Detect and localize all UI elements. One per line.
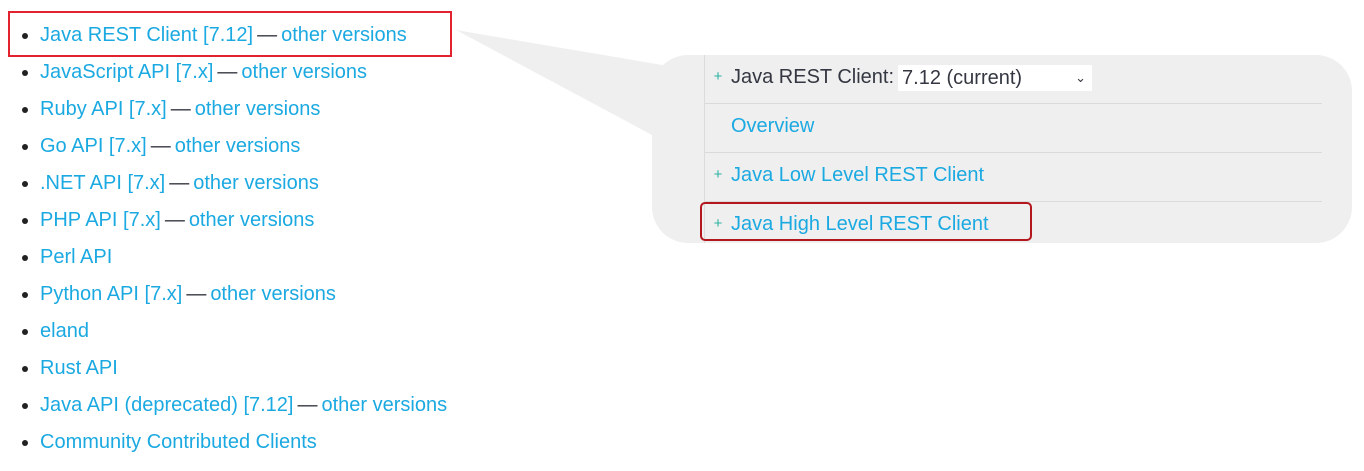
- plus-icon[interactable]: +: [713, 215, 723, 232]
- client-link[interactable]: Go API [7.x]: [40, 135, 147, 157]
- list-item: Java REST Client [7.12]—other versions: [0, 17, 447, 54]
- dash: —: [170, 98, 191, 120]
- nav-version-row: + Java REST Client: 7.12 (current) ⌄: [705, 54, 1322, 104]
- nav-label: Java REST Client:: [731, 66, 895, 88]
- client-link[interactable]: .NET API [7.x]: [40, 172, 166, 194]
- list-item: Python API [7.x]—other versions: [0, 276, 447, 313]
- other-versions-link[interactable]: other versions: [210, 283, 336, 305]
- nav-link-overview[interactable]: Overview: [731, 115, 815, 137]
- nav-link-low-level[interactable]: Java Low Level REST Client: [731, 164, 985, 186]
- list-item: .NET API [7.x]—other versions: [0, 165, 447, 202]
- dash: —: [217, 61, 238, 83]
- list-item: JavaScript API [7.x]—other versions: [0, 54, 447, 91]
- highlight-box-java-rest-client: [8, 11, 452, 57]
- callout-tail: [456, 30, 680, 150]
- nav-item-overview[interactable]: Overview: [705, 103, 1322, 153]
- client-link[interactable]: eland: [40, 320, 89, 342]
- list-item: Perl API: [0, 239, 447, 276]
- client-link[interactable]: Perl API: [40, 246, 113, 268]
- dash: —: [186, 283, 207, 305]
- list-item: Ruby API [7.x]—other versions: [0, 91, 447, 128]
- highlight-box-high-level: [700, 202, 1032, 241]
- version-select[interactable]: 7.12 (current) ⌄: [898, 64, 1093, 91]
- nav-link-high-level[interactable]: Java High Level REST Client: [731, 213, 989, 235]
- other-versions-link[interactable]: other versions: [193, 172, 319, 194]
- other-versions-link[interactable]: other versions: [174, 135, 301, 157]
- client-link[interactable]: Rust API: [40, 357, 118, 379]
- nav-divider: [704, 55, 705, 243]
- client-link[interactable]: Java API (deprecated) [7.12]: [40, 394, 294, 416]
- other-versions-link[interactable]: other versions: [241, 61, 368, 83]
- list-item: Go API [7.x]—other versions: [0, 128, 447, 165]
- version-select-value: 7.12 (current): [902, 66, 1023, 89]
- plus-icon[interactable]: +: [713, 166, 723, 183]
- nav-item-high-level[interactable]: + Java High Level REST Client: [705, 201, 1322, 250]
- client-link[interactable]: Community Contributed Clients: [40, 431, 317, 453]
- client-link[interactable]: Python API [7.x]: [40, 283, 183, 305]
- list-item: Rust API: [0, 350, 447, 387]
- dash: —: [169, 172, 190, 194]
- plus-icon[interactable]: +: [713, 68, 723, 85]
- client-link[interactable]: Ruby API [7.x]: [40, 98, 167, 120]
- list-item: eland: [0, 313, 447, 350]
- other-versions-link[interactable]: other versions: [321, 394, 448, 416]
- chevron-down-icon: ⌄: [1075, 69, 1087, 85]
- list-item: PHP API [7.x]—other versions: [0, 202, 447, 239]
- nav-item-low-level[interactable]: + Java Low Level REST Client: [705, 152, 1322, 202]
- client-link[interactable]: JavaScript API [7.x]: [40, 61, 214, 83]
- dash: —: [297, 394, 318, 416]
- other-versions-link[interactable]: other versions: [188, 209, 315, 231]
- client-link[interactable]: PHP API [7.x]: [40, 209, 161, 231]
- dash: —: [150, 135, 171, 157]
- list-item: Java API (deprecated) [7.12]—other versi…: [0, 387, 447, 424]
- dash: —: [257, 24, 278, 46]
- other-versions-link[interactable]: other versions: [281, 24, 407, 46]
- list-item: Community Contributed Clients: [0, 424, 447, 461]
- other-versions-link[interactable]: other versions: [194, 98, 321, 120]
- dash: —: [164, 209, 185, 231]
- client-link[interactable]: Java REST Client [7.12]: [40, 24, 254, 46]
